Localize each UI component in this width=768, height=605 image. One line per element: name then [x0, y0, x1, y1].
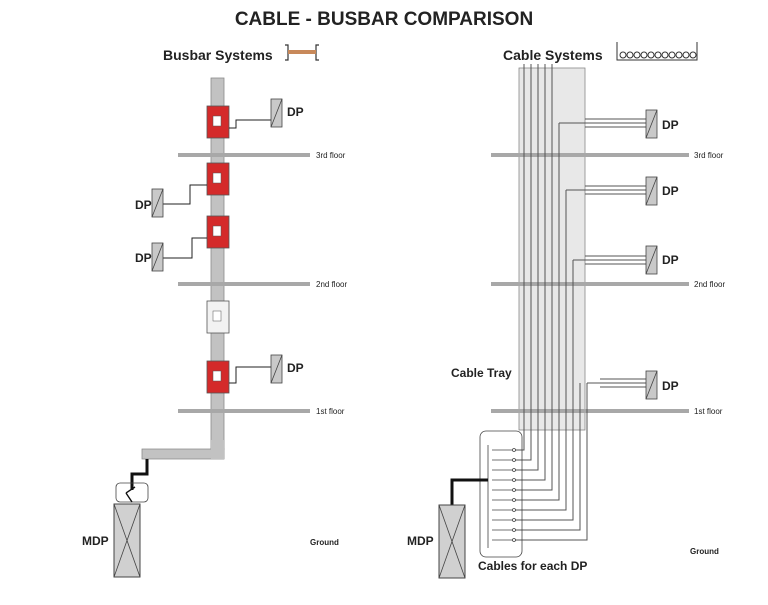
busbar-floor-1-label: 1st floor [316, 407, 345, 416]
dp-label: DP [662, 253, 679, 267]
busbar-system: Busbar Systems 3rd floor 2nd floor 1st f… [82, 44, 347, 578]
dp-branch-cables [559, 118, 646, 388]
busbar-elbow [211, 440, 224, 459]
tapoff-unit [206, 162, 230, 196]
breaker-group [479, 430, 523, 558]
tapoff-unit-blank [206, 300, 230, 334]
dp-label: DP [135, 251, 152, 265]
mdp-label: MDP [407, 534, 434, 548]
tapoff-unit [206, 215, 230, 249]
dp-label: DP [135, 198, 152, 212]
dp-label: DP [662, 118, 679, 132]
busbar-heading: Busbar Systems [163, 47, 273, 63]
dp-wire [229, 119, 271, 129]
tapoff-unit [206, 360, 230, 394]
busbar-floor-3 [178, 153, 310, 157]
dp-label: DP [662, 184, 679, 198]
busbar-floor-2-label: 2nd floor [316, 280, 347, 289]
dp-wire [163, 237, 207, 259]
mdp-feed-cable [130, 459, 149, 490]
ground-label: Ground [690, 547, 719, 556]
tapoff-unit [206, 105, 230, 139]
ground-label: Ground [310, 538, 339, 547]
cable-system: Cable Systems 3rd floor 2nd floor 1st fl… [407, 42, 725, 579]
breaker-rows [492, 448, 516, 542]
dp-wire [163, 184, 207, 205]
busbar-icon [285, 44, 319, 61]
diagram-title: CABLE - BUSBAR COMPARISON [235, 9, 533, 30]
cable-floor-2-label: 2nd floor [694, 280, 725, 289]
busbar-floor-1 [178, 409, 310, 413]
cable-floor-3-label: 3rd floor [694, 151, 724, 160]
cable-tray-icon [616, 42, 698, 61]
cable-floor-2 [491, 282, 689, 286]
cables-label: Cables for each DP [478, 559, 587, 573]
cable-floor-3 [491, 153, 689, 157]
mdp-feed-cable [450, 478, 488, 505]
cable-heading: Cable Systems [503, 47, 603, 63]
dp-wire [229, 366, 271, 384]
dp-label: DP [287, 105, 304, 119]
busbar-floor-3-label: 3rd floor [316, 151, 346, 160]
tray-cables [514, 64, 588, 541]
cable-floor-1 [491, 409, 689, 413]
cable-tray-label: Cable Tray [451, 366, 512, 380]
dp-label: DP [287, 361, 304, 375]
cable-floor-1-label: 1st floor [694, 407, 723, 416]
busbar-floor-2 [178, 282, 310, 286]
mdp-label: MDP [82, 534, 109, 548]
dp-label: DP [662, 379, 679, 393]
